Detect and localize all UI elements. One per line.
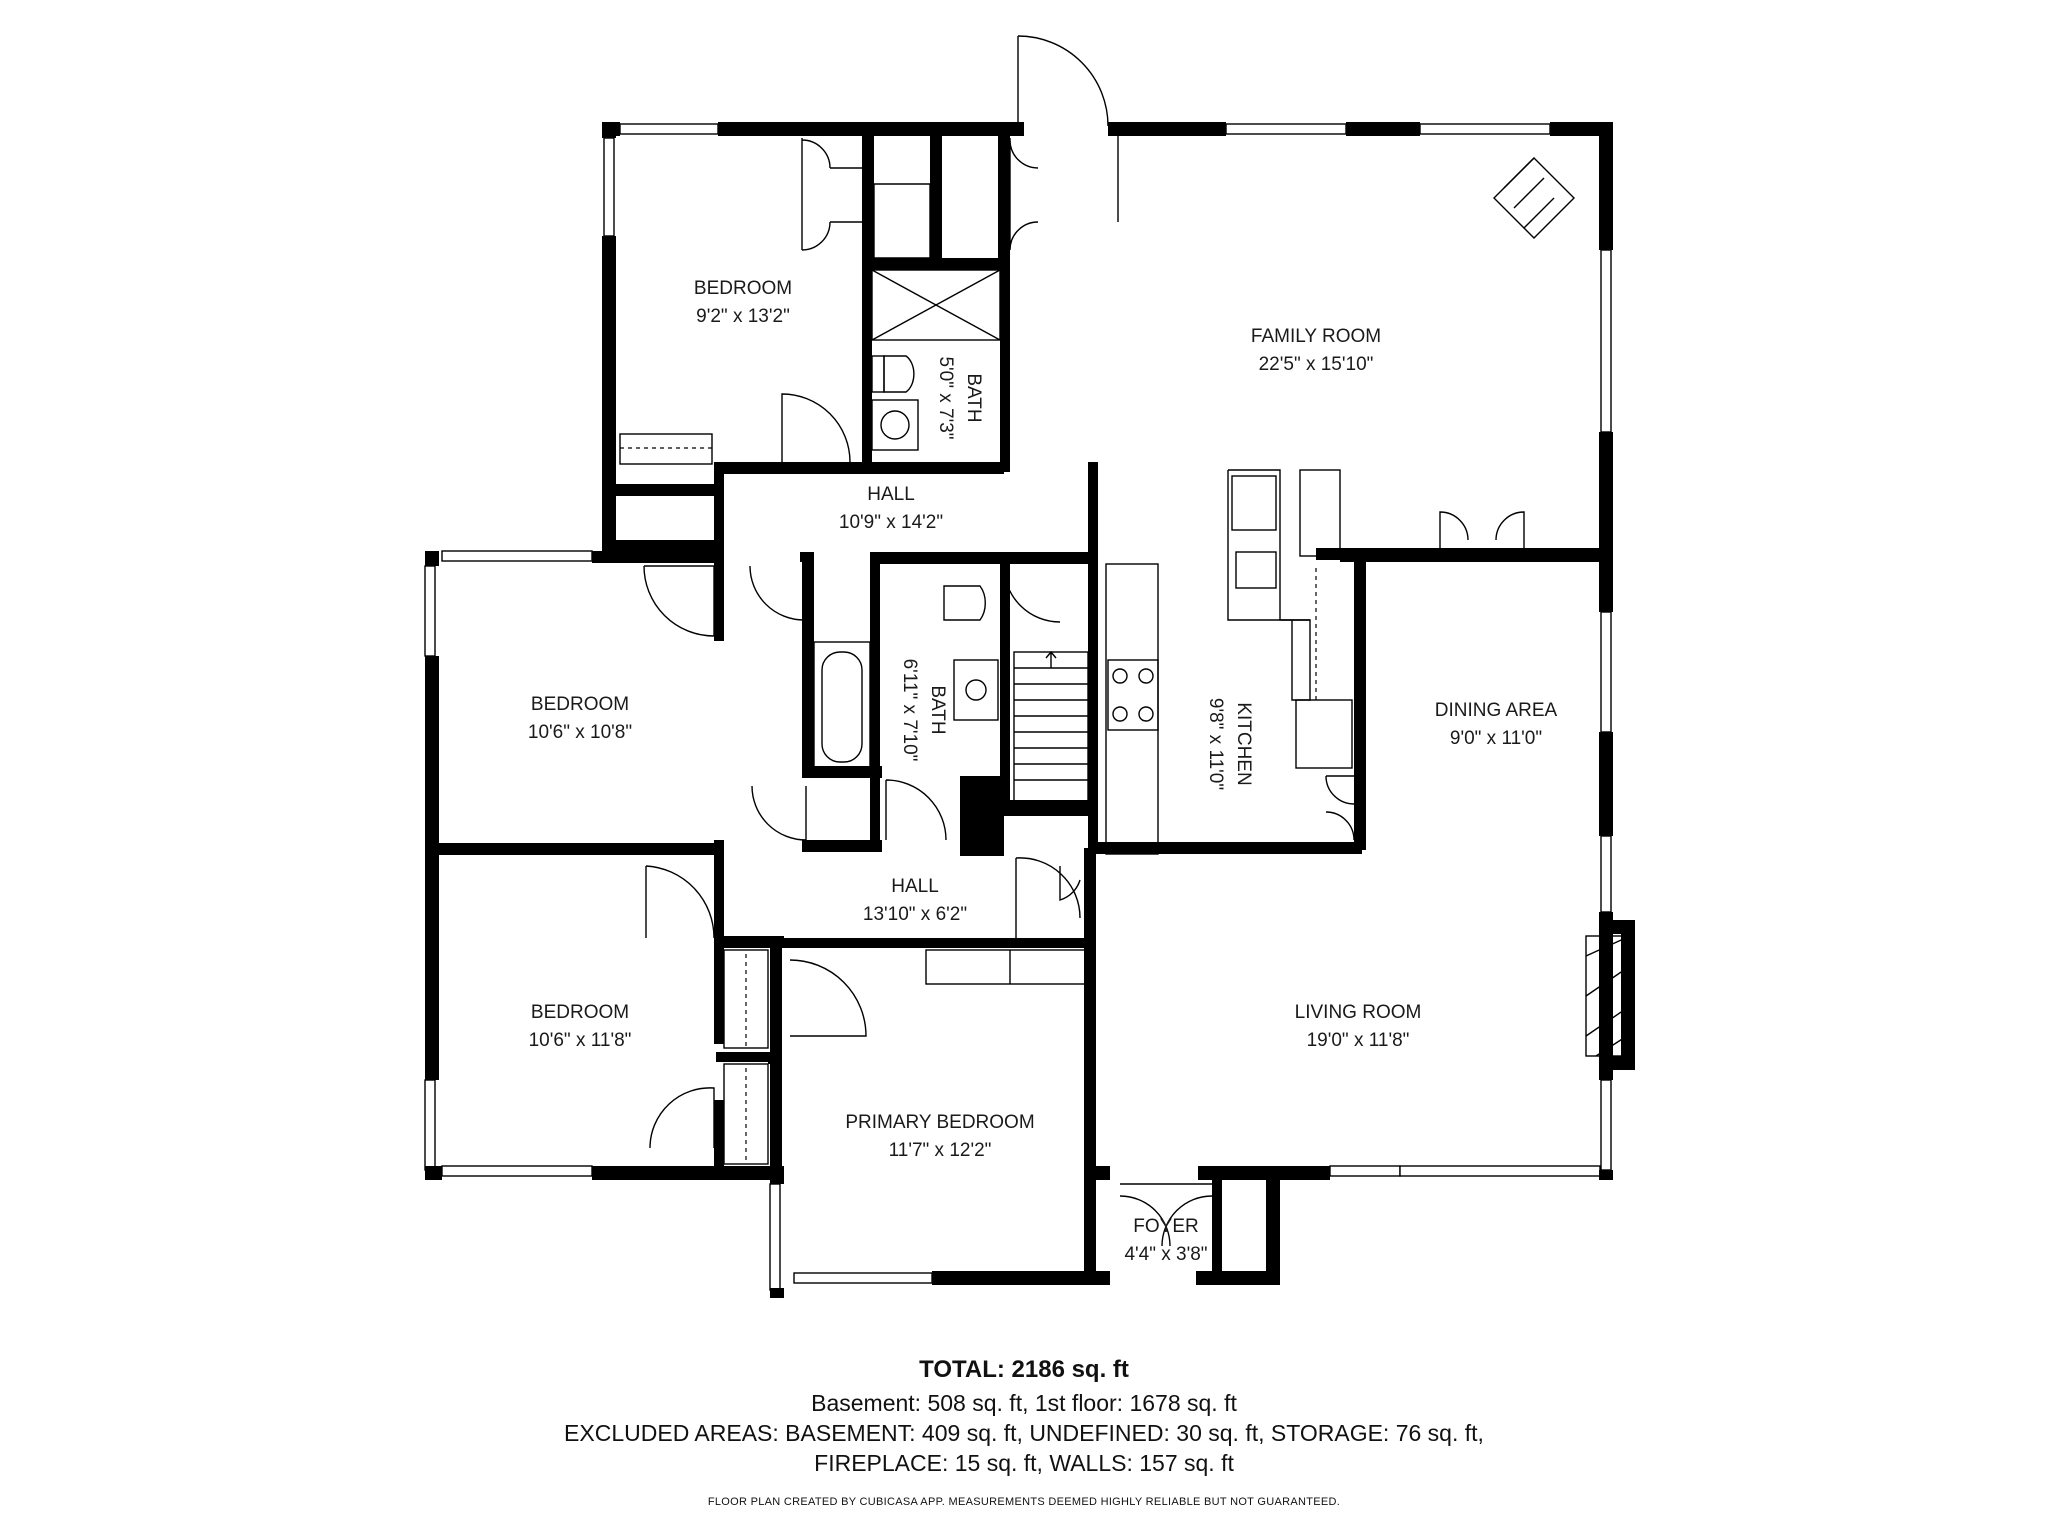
disclaimer: FLOOR PLAN CREATED BY CUBICASA APP. MEAS… [707,1496,1341,1508]
bedroom-low-name: BEDROOM [531,1002,629,1023]
bedroom-low-dim: 10'6" x 11'8" [529,1030,632,1051]
family-room-name: FAMILY ROOM [1251,326,1381,347]
living-room-name: LIVING ROOM [1295,1002,1422,1023]
area-breakdown: Basement: 508 sq. ft, 1st floor: 1678 sq… [811,1390,1237,1416]
fixtures [619,157,1631,1165]
bedroom-top-dim: 9'2" x 13'2" [696,306,790,327]
family-room-dim: 22'5" x 15'10" [1259,354,1374,375]
hall-lower-dim: 13'10" x 6'2" [863,904,967,925]
kitchen-dim: 9'8" x 11'0" [1205,698,1226,790]
primary-bedroom-dim: 11'7" x 12'2" [889,1140,992,1161]
living-room-dim: 19'0" x 11'8" [1307,1030,1410,1051]
room-labels: BEDROOM 9'2" x 13'2" BATH 5'0" x 7'3" FA… [528,278,1558,1265]
hall-upper-name: HALL [867,484,915,505]
staircase [1013,650,1089,803]
bath-top-name: BATH [963,373,984,422]
bath-mid-dim: 6'11" x 7'10" [899,659,920,762]
walls [425,122,1635,1298]
foyer-dim: 4'4" x 3'8" [1124,1244,1207,1265]
foyer-name: FOYER [1133,1216,1198,1237]
dining-area-name: DINING AREA [1435,700,1558,721]
windows [424,123,1612,1291]
hall-lower-name: HALL [891,876,939,897]
hall-upper-dim: 10'9" x 14'2" [839,512,943,533]
excluded-areas-cont: FIREPLACE: 15 sq. ft, WALLS: 157 sq. ft [814,1450,1234,1476]
bedroom-mid-dim: 10'6" x 10'8" [528,722,632,743]
bedroom-top-name: BEDROOM [694,278,792,299]
excluded-areas: EXCLUDED AREAS: BASEMENT: 409 sq. ft, UN… [564,1420,1484,1446]
total-area: TOTAL: 2186 sq. ft [919,1356,1129,1383]
bath-mid-name: BATH [927,685,948,734]
doors [643,35,1525,1247]
bath-top-dim: 5'0" x 7'3" [935,356,956,439]
dining-area-dim: 9'0" x 11'0" [1450,728,1542,749]
kitchen-name: KITCHEN [1233,702,1254,785]
bedroom-mid-name: BEDROOM [531,694,629,715]
primary-bedroom-name: PRIMARY BEDROOM [845,1112,1034,1133]
